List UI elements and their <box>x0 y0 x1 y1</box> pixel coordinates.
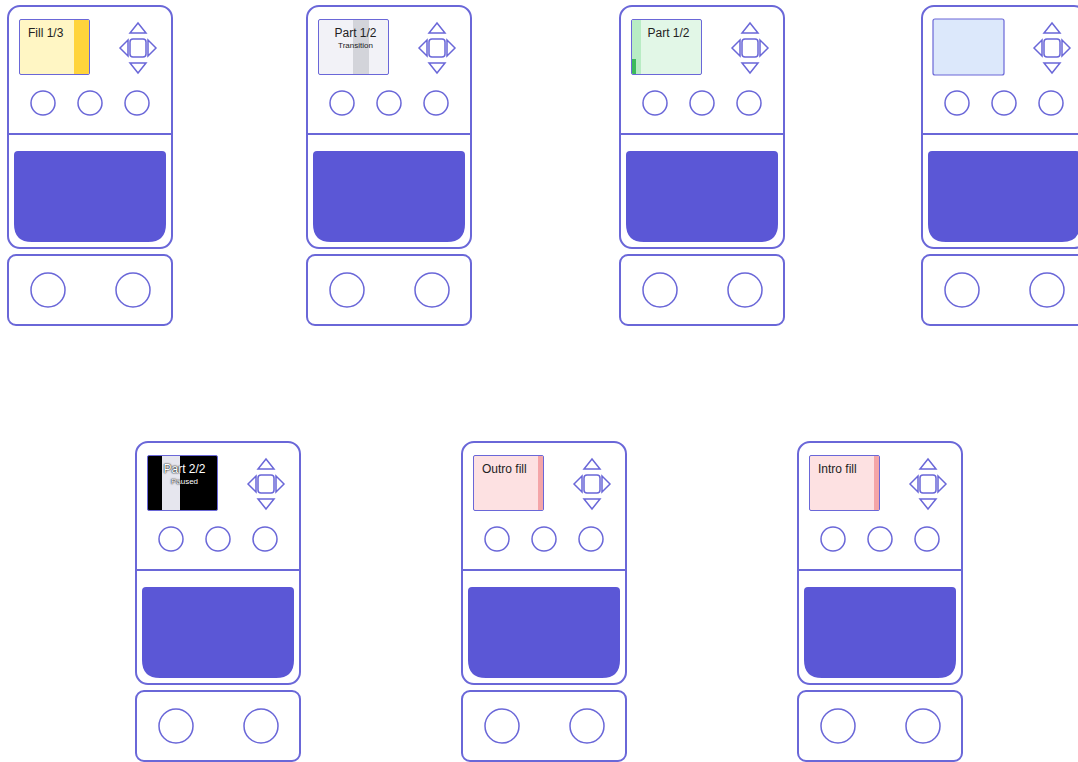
pedal <box>798 442 962 761</box>
display-screen: Fill 1/3 <box>19 19 90 75</box>
progress-band <box>632 59 636 75</box>
display-screen: Part 2/2Paused <box>147 455 218 511</box>
screen-status: Transition <box>327 41 384 50</box>
screen-label: Part 1/2 <box>327 27 384 41</box>
display-screen: Outro fill <box>473 455 544 511</box>
screen-label: Intro fill <box>818 463 875 477</box>
pedal <box>620 6 784 325</box>
progress-band <box>74 20 90 75</box>
progress-band <box>874 456 880 511</box>
screen-label: Part 2/2 <box>156 463 213 477</box>
pedal <box>136 442 300 761</box>
display-screen: Intro fill <box>809 455 880 511</box>
screen-label: Part 1/2 <box>640 27 697 41</box>
display-screen: Part 1/2Transition <box>318 19 389 75</box>
screen-label: Outro fill <box>482 463 539 477</box>
display-screen: Part 1/2 <box>631 19 702 75</box>
pedal <box>307 6 471 325</box>
screen-status: Paused <box>156 477 213 486</box>
pedal <box>922 6 1078 325</box>
blank-screen <box>933 19 1004 75</box>
pedal <box>8 6 172 325</box>
screen-label: Fill 1/3 <box>28 27 85 41</box>
pedal <box>462 442 626 761</box>
progress-band <box>538 456 544 511</box>
